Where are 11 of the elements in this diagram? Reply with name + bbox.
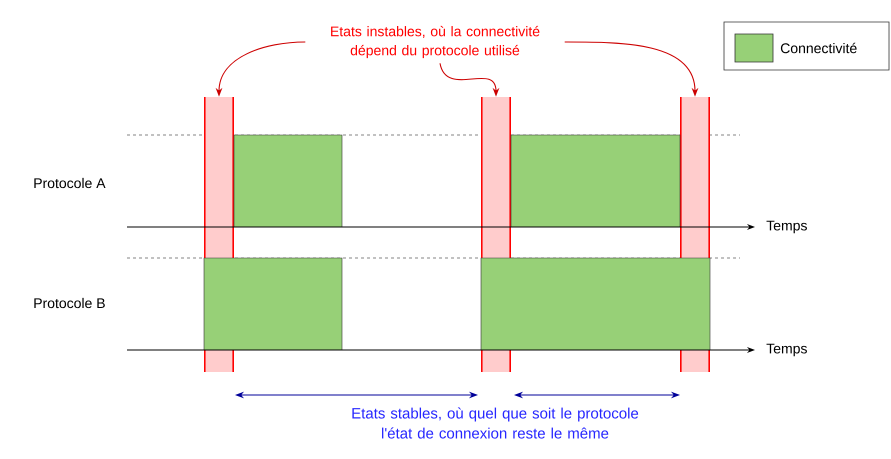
annotation-text: Etats instables, où la connectivité dépend du protocole utilisé (331, 26, 540, 58)
connectivity-bar (510, 134, 680, 228)
axis-label: Protocole A (34, 178, 106, 188)
connectivity-bar (204, 258, 342, 350)
axis-label: Protocole B (34, 298, 105, 308)
axis-label: Temps (766, 344, 807, 356)
annotation-text: Etats stables, où quel que soit le protocole l'état de connexion reste le même (352, 407, 638, 439)
legend-label: Connectivité (780, 42, 857, 54)
connectivity-bar (234, 134, 342, 228)
axis-label: Temps (766, 220, 807, 234)
connectivity-bar (480, 258, 710, 350)
